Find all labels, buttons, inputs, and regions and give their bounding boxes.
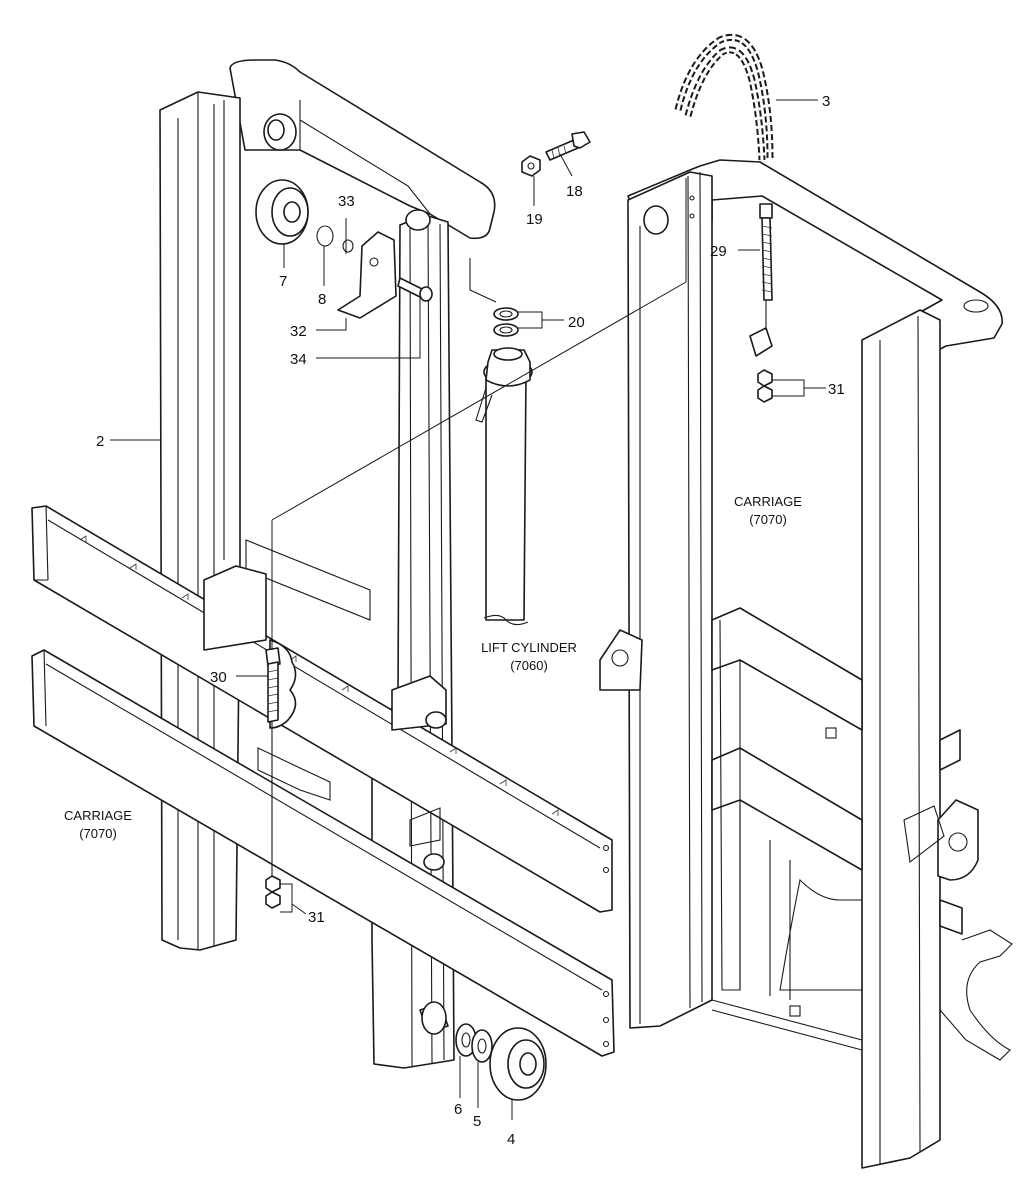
anchor-bolt-group — [521, 131, 591, 177]
callout-19: 19 — [526, 211, 543, 228]
caption-lift-cylinder: LIFT CYLINDER — [481, 640, 577, 655]
leader-lines — [110, 99, 826, 1120]
callout-31-left: 31 — [308, 909, 325, 926]
callout-3: 3 — [822, 93, 830, 110]
callout-labels: 2 3 4 5 6 7 8 18 19 20 29 30 31 31 32 33… — [96, 93, 845, 1148]
chain-anchor-bolt-29 — [757, 203, 773, 403]
mast-crosshead — [229, 59, 496, 240]
callout-20: 20 — [568, 314, 585, 331]
callout-31-right: 31 — [828, 381, 845, 398]
callout-2: 2 — [96, 433, 104, 450]
chain-anchor-bolt-30 — [265, 647, 281, 909]
callout-18: 18 — [566, 183, 583, 200]
caption-carriage-right-code: (7070) — [749, 512, 787, 527]
snap-ring-8 — [316, 225, 334, 247]
chain-routing-line — [271, 178, 687, 650]
caption-carriage-right: CARRIAGE — [734, 494, 802, 509]
caption-carriage-left-code: (7070) — [79, 826, 117, 841]
callout-32: 32 — [290, 323, 307, 340]
callout-30: 30 — [210, 669, 227, 686]
callout-6: 6 — [454, 1101, 462, 1118]
shim-33 — [342, 239, 354, 253]
right-right-upright — [861, 309, 941, 1169]
lift-chain-3 — [674, 33, 774, 161]
mast-boss-right — [405, 209, 431, 231]
assembly-captions: CARRIAGE (7070) CARRIAGE (7070) LIFT CYL… — [64, 494, 802, 841]
callout-4: 4 — [507, 1131, 515, 1148]
caption-lift-cylinder-code: (7060) — [510, 658, 548, 673]
callout-34: 34 — [290, 351, 307, 368]
right-carriage-assembly — [599, 159, 1013, 1169]
load-roller-group — [419, 1001, 547, 1101]
callout-7: 7 — [279, 273, 287, 290]
caption-carriage-left: CARRIAGE — [64, 808, 132, 823]
callout-8: 8 — [318, 291, 326, 308]
chain-pulley-group — [255, 179, 433, 319]
left-carriage — [31, 505, 615, 1057]
right-left-upright — [627, 171, 713, 1029]
lift-cylinder — [469, 258, 533, 626]
callout-29: 29 — [710, 243, 727, 260]
callout-5: 5 — [473, 1113, 481, 1130]
callout-33: 33 — [338, 193, 355, 210]
mast-boss-pin — [267, 119, 285, 141]
chain-bracket-32 — [337, 231, 397, 319]
